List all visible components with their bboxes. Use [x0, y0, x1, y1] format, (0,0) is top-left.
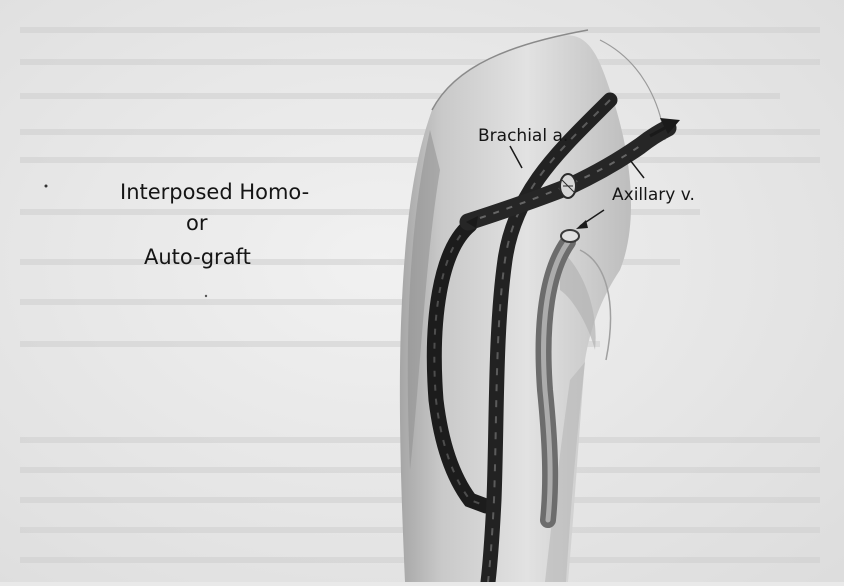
- label-axillary-vein: Axillary v.: [612, 185, 695, 205]
- caption-line-3: Auto-graft: [144, 245, 251, 269]
- speck: [45, 185, 48, 188]
- caption-line-1: Interposed Homo-: [120, 180, 309, 204]
- label-brachial-artery: Brachial a.: [478, 126, 568, 146]
- speck: [205, 295, 207, 297]
- caption-line-2: or: [186, 211, 208, 235]
